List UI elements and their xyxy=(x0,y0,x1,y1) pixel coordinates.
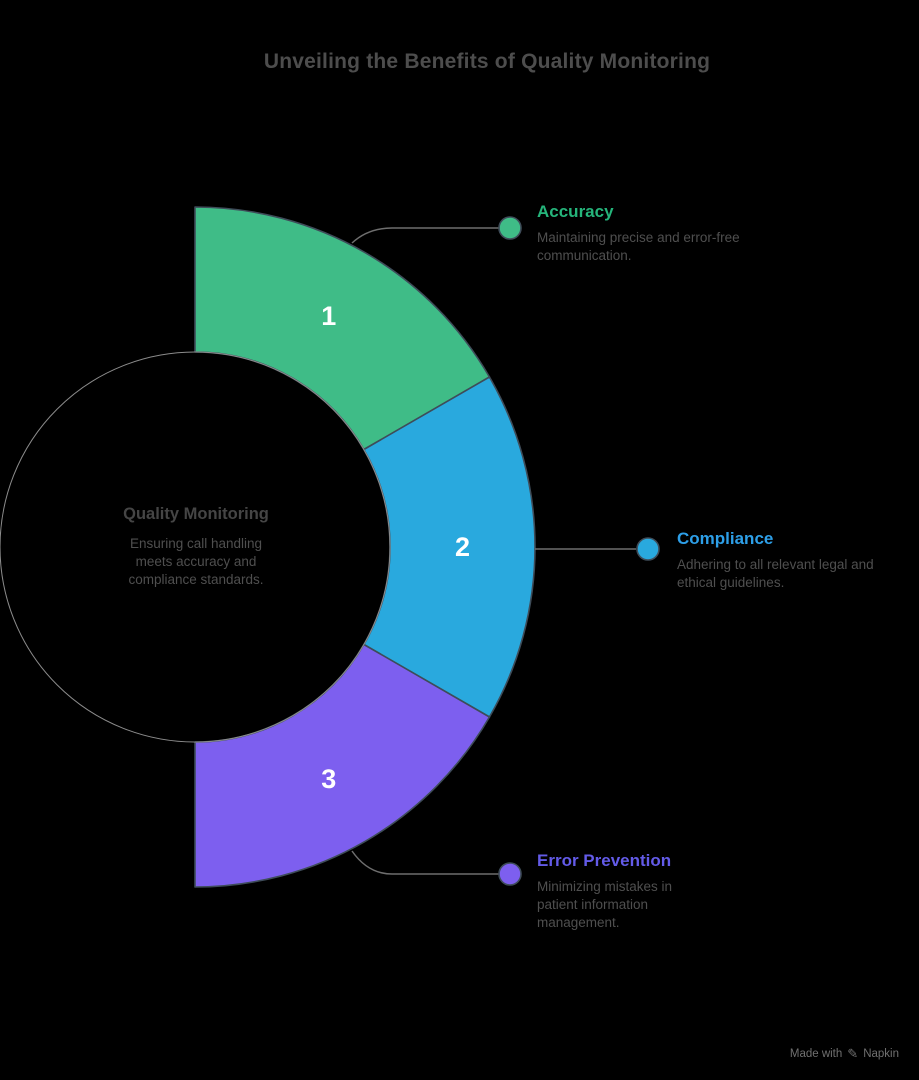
center-label: Quality Monitoring Ensuring call handlin… xyxy=(114,505,278,589)
segment-number-1: 1 xyxy=(321,301,336,331)
napkin-logo-icon: ✎ xyxy=(847,1046,859,1061)
callout-accuracy: Accuracy Maintaining precise and error-f… xyxy=(537,202,742,265)
segment-number-3: 3 xyxy=(321,764,336,794)
callout-error-prevention-title: Error Prevention xyxy=(537,851,672,870)
made-with-text: Made with xyxy=(789,1047,843,1060)
callout-error-prevention-description: Minimizing mistakes in patient informati… xyxy=(537,879,673,930)
connector-dot-accuracy xyxy=(498,216,522,240)
callout-accuracy-description: Maintaining precise and error-free commu… xyxy=(537,230,740,263)
made-with-napkin: Made with ✎ Napkin xyxy=(790,1047,899,1060)
napkin-brand-text: Napkin xyxy=(863,1047,899,1060)
center-circle xyxy=(0,351,391,743)
center-description: Ensuring call handling meets accuracy an… xyxy=(128,536,264,588)
connector-dot-compliance xyxy=(636,537,660,561)
center-title: Quality Monitoring xyxy=(123,505,269,523)
segment-number-2: 2 xyxy=(455,532,470,562)
callout-compliance-description: Adhering to all relevant legal and ethic… xyxy=(677,557,874,590)
callout-compliance-title: Compliance xyxy=(677,529,774,548)
connector-error-prevention xyxy=(351,850,499,875)
callout-compliance: Compliance Adhering to all relevant lega… xyxy=(677,529,877,592)
callout-error-prevention: Error Prevention Minimizing mistakes in … xyxy=(537,851,692,931)
page-title: Unveiling the Benefits of Quality Monito… xyxy=(263,50,711,73)
connector-accuracy xyxy=(351,227,499,244)
callout-accuracy-title: Accuracy xyxy=(537,202,614,221)
connector-dot-error-prevention xyxy=(498,862,522,886)
